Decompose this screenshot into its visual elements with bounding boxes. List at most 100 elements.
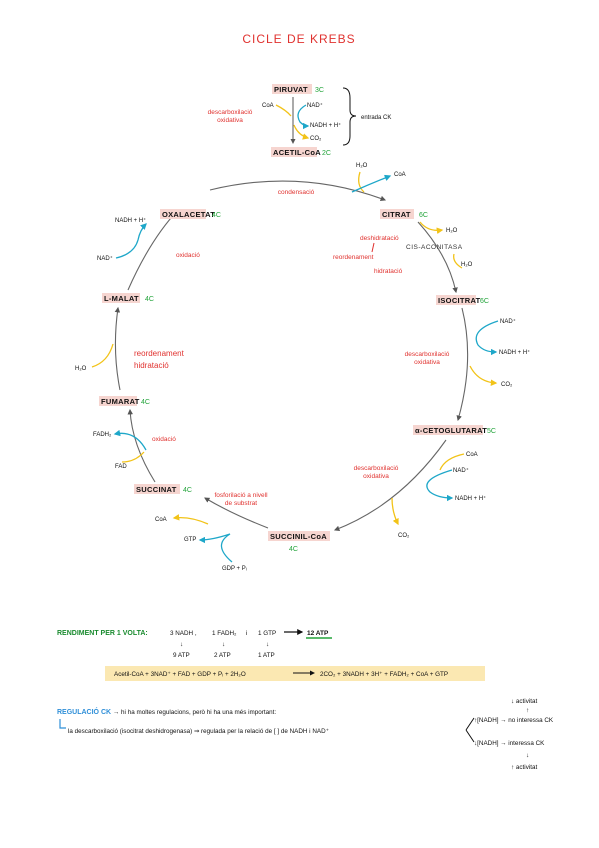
malat-highlight [102, 293, 140, 303]
aceto-label: α-CETOGLUTARAT [415, 426, 487, 435]
piruvat-carbons: 3C [315, 87, 324, 94]
aceto-coa: CoA [466, 452, 478, 458]
arrow-aceto-succinil [333, 439, 447, 531]
citrat-reord: reordenament [333, 254, 374, 261]
isocitrat-carbons: 6C [480, 298, 489, 305]
arrow-citrat-isocitrat [417, 221, 458, 294]
regulacio-up-line: ↑[NADH] → no interessa CK [474, 717, 554, 724]
rendiment-down-3: ↓ [266, 641, 269, 648]
succinil-fosfo-1: fosforilació a nivell [214, 492, 268, 499]
isocitrat-nadh: NADH + H⁺ [499, 349, 530, 356]
rendiment-fadh: 1 FADH₂ [212, 630, 237, 637]
fumarat-h2o: H₂O [75, 366, 87, 372]
cond-coa: CoA [394, 172, 406, 178]
rendiment-atp-2: 2 ATP [214, 652, 231, 659]
citrat-highlight [380, 209, 414, 219]
fumarat-carbons: 4C [141, 399, 150, 406]
regulacio-up-activity: ↓ activitat [511, 698, 537, 705]
page-title: CICLE DE KREBS [242, 32, 355, 46]
succinil-coa-arrow [172, 514, 209, 525]
succinil-highlight [268, 531, 330, 541]
succinil-fosfo-2: de substrat [225, 500, 257, 507]
malat-label: L-MALAT [104, 294, 139, 303]
cond-h2o: H₂O [356, 163, 368, 169]
fumarat-label: FUMARAT [101, 397, 140, 406]
cis-h2o-arrow [453, 253, 463, 269]
isocitrat-co2-arrow [469, 365, 498, 386]
entry-coa-arrow [275, 104, 292, 117]
arrow-succinat-fumarat [127, 408, 156, 483]
isocitrat-nad-arrow [475, 320, 499, 356]
malat-nadh: NADH + H⁺ [115, 217, 146, 224]
acetil-highlight [271, 147, 317, 157]
regulacio-up-arrow: ↑ [526, 707, 529, 714]
cond-label: condensació [278, 189, 315, 196]
malat-nad: NAD⁺ [97, 255, 113, 262]
regulacio-down-arrow: ↓ [526, 752, 529, 759]
rendiment-i: i [246, 630, 247, 637]
citrat-desh-arrow [371, 242, 375, 253]
isocitrat-nad: NAD⁺ [500, 318, 516, 325]
succinil-gtp-arrow [198, 533, 233, 563]
isocitrat-descarb-2: oxidativa [414, 359, 440, 366]
citrat-h2o-in: H₂O [461, 262, 473, 268]
aceto-carbons: 5C [487, 428, 496, 435]
succinil-carbons: 4C [289, 546, 298, 553]
isocitrat-highlight [436, 295, 476, 305]
aceto-co2-arrow [391, 497, 399, 526]
acetil-carbons: 2C [322, 150, 331, 157]
oxalacetat-label: OXALACETAT [162, 210, 215, 219]
aceto-descarb-1: descarboxilació [354, 465, 399, 472]
entry-brace [342, 87, 357, 146]
rendiment-label: RENDIMENT PER 1 VOLTA: [57, 630, 148, 637]
succinat-fadh: FADH₂ [93, 432, 112, 438]
fumarat-hidr: hidratació [134, 361, 169, 370]
equation-left: Acetil-CoA + 3NAD⁺ + FAD + GDP + Pᵢ + 2H… [114, 671, 246, 678]
piruvat-highlight [272, 84, 312, 94]
regulacio-label: REGULACIÓ CK [57, 707, 111, 716]
entry-label: entrada CK [361, 115, 391, 121]
fumarat-h2o-arrow [91, 343, 114, 368]
fumarat-highlight [99, 396, 137, 406]
regulacio-down-activity: ↑ activitat [511, 764, 537, 771]
succinat-label: SUCCINAT [136, 485, 177, 494]
regulacio-fork [465, 717, 475, 743]
aceto-nad-arrow [426, 469, 454, 502]
succinat-fad-arrow [121, 451, 145, 463]
arrow-isocitrat-aceto [456, 307, 469, 422]
oxalacetat-carbons: 4C [212, 212, 221, 219]
succinat-oxid: oxidació [152, 436, 176, 443]
succinat-carbons: 4C [183, 487, 192, 494]
entry-nad-arrow [297, 104, 310, 130]
rendiment-nadh: 3 NADH , [170, 630, 197, 637]
isocitrat-co2: CO₂ [501, 382, 513, 388]
aceto-descarb-2: oxidativa [363, 473, 389, 480]
malat-carbons: 4C [145, 296, 154, 303]
aceto-co2: CO₂ [398, 533, 410, 539]
oxalacetat-highlight [160, 209, 206, 219]
succinat-fad: FAD [115, 464, 127, 470]
entry-co2: CO₂ [310, 136, 322, 142]
succinil-label: SUCCINIL-CoA [270, 532, 327, 541]
citrat-label: CITRAT [382, 210, 411, 219]
regulacio-text-1: → hi ha moltes regulacions, però hi ha u… [113, 709, 276, 716]
rendiment-atp-3: 1 ATP [258, 652, 275, 659]
cond-coa-arrow [351, 174, 392, 193]
cond-h2o-arrow [358, 171, 365, 193]
isocitrat-descarb-1: descarboxilació [405, 351, 450, 358]
regulacio-text-2: la descarboxilació (isocitrat deshidroge… [68, 728, 329, 735]
citrat-h2o-out: H₂O [446, 228, 458, 234]
rendiment-total: 12 ATP [307, 630, 329, 637]
entry-nad: NAD⁺ [307, 102, 323, 109]
entry-descarb-1: descarboxilació [208, 109, 253, 116]
entry-coa: CoA [262, 103, 274, 109]
aceto-nad: NAD⁺ [453, 467, 469, 474]
regulacio-bracket [59, 719, 66, 729]
regulacio-down-line: ↓[NADH] → interessa CK [474, 740, 545, 747]
succinat-fadh-arrow [113, 429, 147, 451]
citrat-h2o-arrow [419, 221, 444, 234]
arrow-succinil-succinat [204, 497, 269, 529]
cis-aconitasa: CIS-ACONITASA [406, 244, 463, 251]
malat-nad-arrow [115, 223, 147, 259]
